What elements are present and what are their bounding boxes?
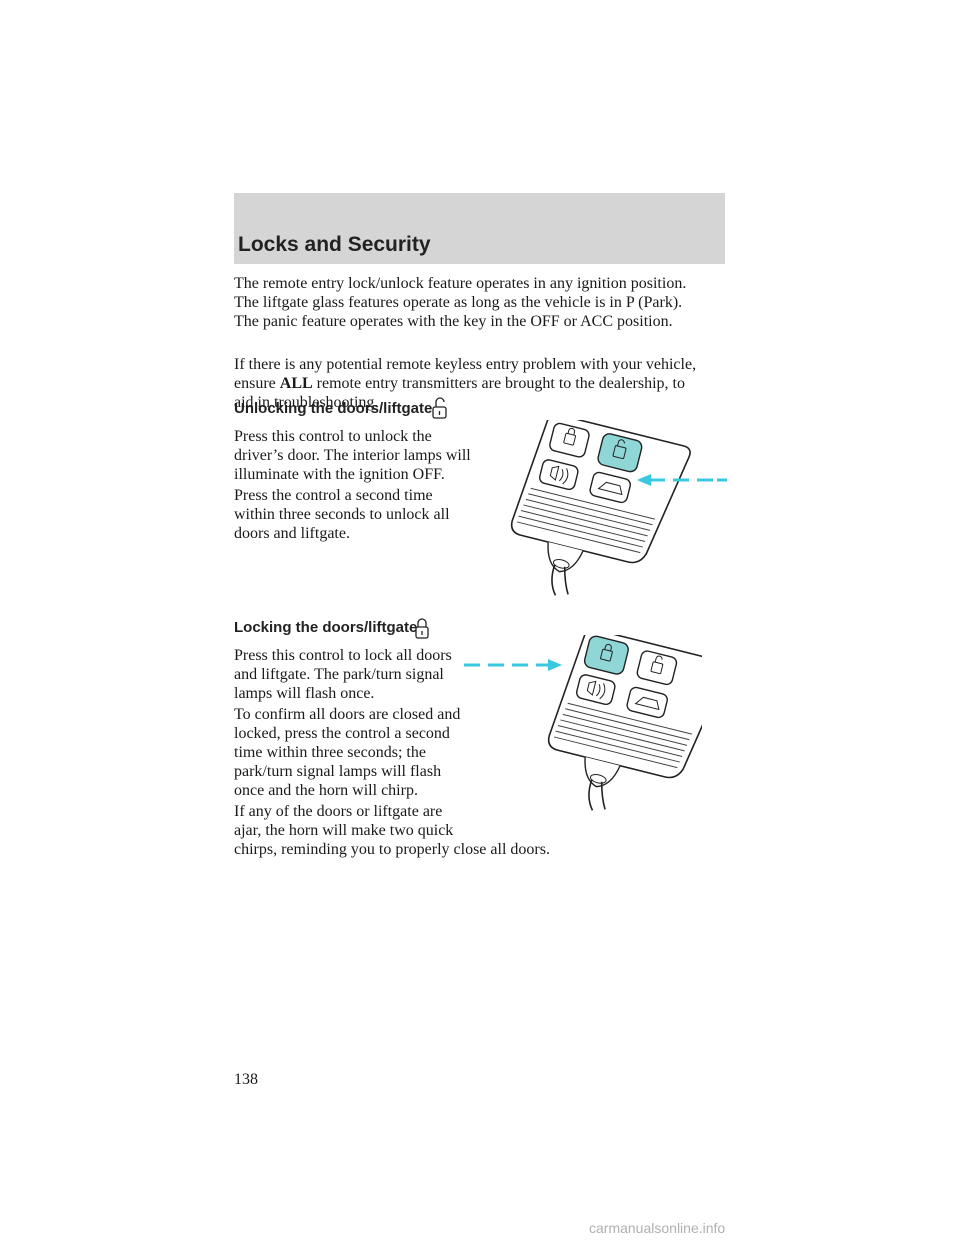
lock-paragraph-1: Press this control to lock all doors and…	[234, 646, 452, 703]
text-line: The panic feature operates with the key …	[234, 313, 673, 330]
emphasis-all: ALL	[279, 375, 313, 392]
text-line: Press this control to lock all doors	[234, 647, 452, 664]
text-line: park/turn signal lamps will flash	[234, 763, 442, 780]
text-line: lamps will flash once.	[234, 685, 375, 702]
lock-paragraph-2: To confirm all doors are closed and lock…	[234, 705, 460, 800]
text-line: doors and liftgate.	[234, 525, 350, 542]
text-line: If any of the doors or liftgate are	[234, 803, 443, 820]
text-line: Press this control to unlock the	[234, 428, 432, 445]
page-number: 138	[234, 1071, 258, 1088]
text-line: If there is any potential remote keyless…	[234, 356, 697, 373]
text-line: locked, press the control a second	[234, 725, 450, 742]
text-line: aid in troubleshooting.	[234, 394, 379, 411]
text-line: Press the control a second time	[234, 487, 433, 504]
unlock-heading: Unlocking the doors/liftgate	[234, 400, 433, 417]
text-fragment: remote entry transmitters are brought to…	[316, 375, 685, 392]
lock-icon	[415, 618, 429, 639]
remote-fob-lock-illustration	[464, 635, 702, 811]
text-line: once and the horn will chirp.	[234, 782, 418, 799]
text-fragment: ensure	[234, 375, 280, 392]
text-line: within three seconds to unlock all	[234, 506, 450, 523]
site-watermark: carmanualsonline.info	[589, 1220, 726, 1236]
text-line: ajar, the horn will make two quick	[234, 822, 454, 839]
text-line: The liftgate glass features operate as l…	[234, 294, 683, 311]
text-line: illuminate with the ignition OFF.	[234, 466, 445, 483]
lock-heading: Locking the doors/liftgate	[234, 619, 418, 636]
text-line: driver’s door. The interior lamps will	[234, 447, 471, 464]
text-line: The remote entry lock/unlock feature ope…	[234, 275, 687, 292]
lock-paragraph-3: If any of the doors or liftgate are ajar…	[234, 802, 550, 859]
text-line: ensure ALL remote entry transmitters are…	[234, 374, 696, 393]
section-header: Locks and Security	[234, 193, 725, 264]
unlock-paragraph-2: Press the control a second time within t…	[234, 486, 450, 543]
remote-fob-unlock-illustration	[510, 420, 727, 596]
section-title: Locks and Security	[238, 233, 431, 256]
text-line: chirps, reminding you to properly close …	[234, 841, 550, 858]
text-line: To confirm all doors are closed and	[234, 706, 461, 723]
text-line: time within three seconds; the	[234, 744, 426, 761]
intro-paragraph-2: If there is any potential remote keyless…	[234, 355, 696, 412]
unlock-icon	[432, 397, 447, 419]
unlock-paragraph-1: Press this control to unlock the driver’…	[234, 427, 471, 484]
intro-paragraph-1: The remote entry lock/unlock feature ope…	[234, 274, 686, 331]
text-line: and liftgate. The park/turn signal	[234, 666, 444, 683]
